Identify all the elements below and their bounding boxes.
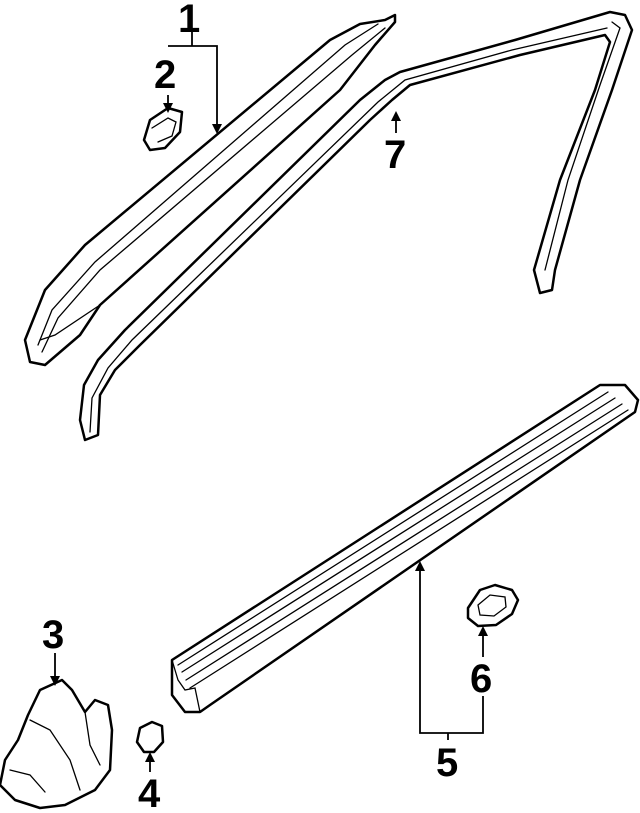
callout-7: 7: [384, 133, 406, 177]
plug-part-4[interactable]: [135, 720, 165, 754]
sill-plate-part-5[interactable]: [170, 383, 640, 714]
callout-6: 6: [470, 657, 492, 701]
pillar-molding-part-1[interactable]: [23, 13, 397, 367]
callout-4: 4: [138, 772, 161, 813]
callout-5: 5: [436, 741, 458, 785]
leader-lines: [50, 32, 488, 772]
weatherstrip-part-7[interactable]: [78, 10, 634, 442]
kick-panel-part-3[interactable]: [0, 678, 114, 810]
callout-3: 3: [42, 613, 64, 657]
callout-2: 2: [154, 53, 176, 97]
clip-part-2[interactable]: [142, 106, 184, 152]
callout-1: 1: [178, 0, 200, 41]
grommet-part-6[interactable]: [466, 583, 520, 628]
